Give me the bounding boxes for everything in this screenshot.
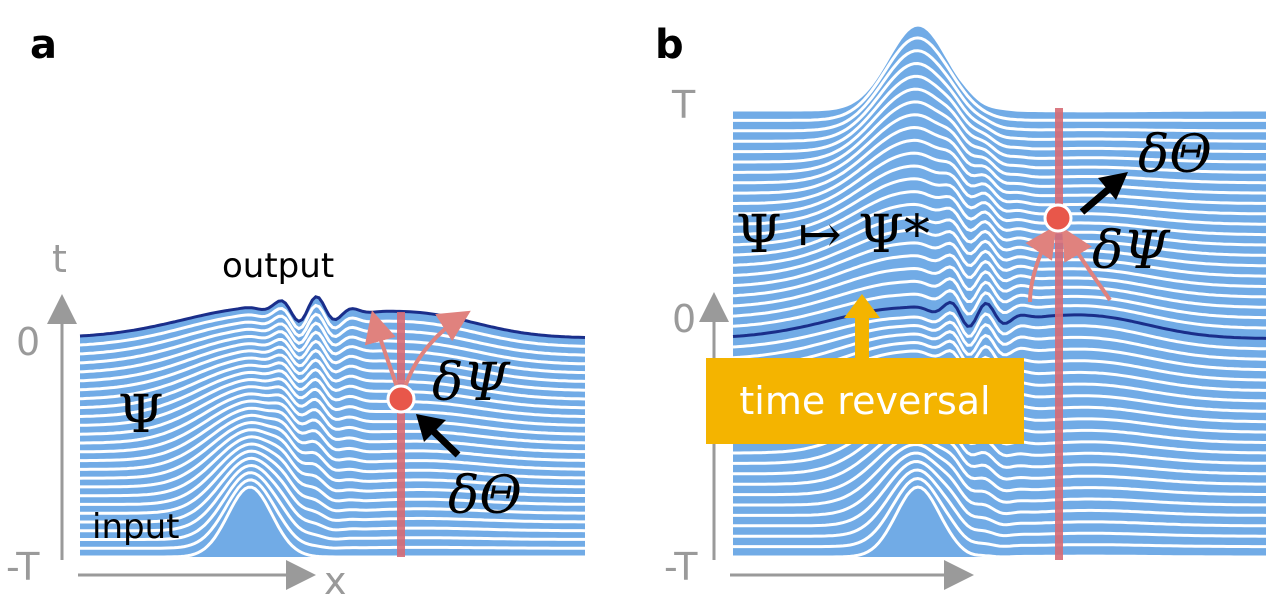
time-reversal-arrow-shaft <box>855 312 869 362</box>
wave-line <box>732 164 1266 226</box>
output-wave-line <box>79 295 586 339</box>
black-arrow-a <box>416 414 461 458</box>
waterfall-a <box>79 295 586 559</box>
wave-line <box>80 478 585 550</box>
wave-line <box>732 320 1266 361</box>
wave-line <box>79 361 585 410</box>
wave-line <box>733 74 1266 154</box>
perturb-arrow-left-b <box>1025 225 1057 303</box>
tick-zero-b: 0 <box>672 297 696 341</box>
wave-line <box>733 151 1266 216</box>
perturbation-point-b <box>1043 203 1073 233</box>
wave-line <box>732 241 1266 288</box>
wave-line <box>733 49 1266 133</box>
probe-line-b <box>1055 108 1063 560</box>
wave-line <box>733 100 1266 174</box>
wave-line <box>733 125 1267 195</box>
time-reversal-label: time reversal <box>739 379 990 423</box>
perturb-arrow-left-a <box>364 310 400 391</box>
wave-line <box>732 202 1267 257</box>
wave-line <box>733 190 1267 247</box>
wave-line <box>733 485 1266 559</box>
panel-a: a t x 0 -T output input Ψ δΨ δΘ <box>6 22 586 603</box>
wave-line <box>80 406 585 463</box>
wave-line <box>79 369 585 418</box>
wave-line <box>733 476 1266 549</box>
input-label: input <box>92 507 179 547</box>
panel-b-letter: b <box>655 22 684 68</box>
wave-line <box>733 138 1266 205</box>
panel-b: b T 0 -T Ψ ↦ Ψ* δΘ δΨ time reversal <box>655 22 1267 590</box>
wave-line <box>79 321 585 366</box>
delta-psi-label-b: δΨ <box>1092 221 1171 281</box>
wave-line <box>733 459 1266 528</box>
wave-line <box>80 471 585 541</box>
wave-line <box>733 425 1266 486</box>
conjugation-label: Ψ ↦ Ψ* <box>736 205 930 265</box>
tick-minus-t-b: -T <box>664 545 698 589</box>
perturbation-point-a <box>386 384 416 414</box>
wave-line <box>80 463 586 533</box>
probe-line-a <box>397 312 405 557</box>
wave-line <box>79 353 586 401</box>
wave-line <box>733 451 1267 517</box>
delta-theta-label-b: δΘ <box>1138 125 1212 185</box>
delta-psi-label-a: δΨ <box>432 353 511 413</box>
psi-label-a: Ψ <box>118 385 164 445</box>
wave-line <box>733 408 1266 465</box>
wave-line <box>732 276 1266 320</box>
wave-line <box>80 377 586 427</box>
wave-line <box>733 36 1266 122</box>
wave-line <box>732 113 1266 185</box>
wave-line <box>80 399 585 454</box>
wave-line <box>732 228 1266 278</box>
perturb-arrow-right-a <box>402 310 471 391</box>
wave-line <box>733 61 1266 143</box>
wave-line <box>80 428 586 489</box>
tick-minus-t-a: -T <box>6 545 40 589</box>
wave-line <box>732 253 1267 299</box>
wave-line <box>732 311 1267 351</box>
tick-zero-a: 0 <box>16 320 40 364</box>
output-label: output <box>222 246 334 286</box>
black-arrow-b <box>1079 172 1128 215</box>
wave-line <box>733 468 1266 538</box>
wave-line <box>80 449 585 515</box>
delta-theta-label-a: δΘ <box>448 466 522 526</box>
wave-line <box>733 23 1266 113</box>
wave-line <box>80 442 585 506</box>
wave-line <box>733 417 1266 476</box>
wave-line <box>79 338 586 383</box>
wave-line <box>733 434 1266 497</box>
wave-line <box>80 485 585 559</box>
time-reversal-arrow-head <box>844 294 880 318</box>
panel-a-letter: a <box>30 22 57 68</box>
wave-line <box>79 420 586 480</box>
wave-line <box>732 177 1266 237</box>
t-axis-label: t <box>52 237 67 281</box>
wave-line <box>79 345 586 392</box>
wave-line <box>80 413 585 471</box>
wave-line <box>733 442 1266 507</box>
wave-line <box>79 312 586 357</box>
wave-line <box>80 392 586 445</box>
wave-line <box>732 215 1266 268</box>
waterfall-b <box>732 23 1267 559</box>
time-reversal-callout: time reversal <box>706 294 1024 444</box>
x-axis-label: x <box>324 559 347 603</box>
wave-line <box>733 87 1266 164</box>
output-wave-line <box>732 300 1267 340</box>
wave-line <box>79 385 586 436</box>
tick-t-b: T <box>671 83 696 127</box>
wave-line <box>79 330 586 375</box>
wave-line <box>732 265 1267 309</box>
wave-line <box>80 435 585 498</box>
wave-line <box>80 456 585 524</box>
perturb-arrow-right-b <box>1061 227 1112 302</box>
wave-line <box>732 288 1266 330</box>
wave-line <box>732 330 1266 372</box>
time-reversal-box <box>706 358 1024 444</box>
wave-line <box>79 303 586 348</box>
